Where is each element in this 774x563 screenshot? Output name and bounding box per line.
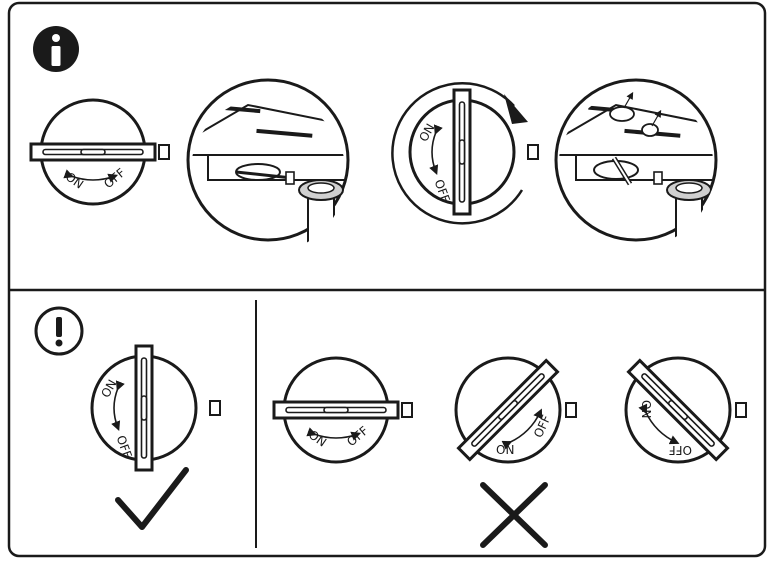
correct-knob: ON OFF: [92, 346, 220, 470]
step3-knob-rotate: ON OFF: [391, 82, 538, 225]
cross-icon: [480, 482, 548, 548]
info-icon: [33, 26, 79, 72]
wrong-knob-diagonal-right: ON OFF: [624, 356, 747, 464]
rotation-arrow-icon: [391, 82, 524, 225]
step2-track-magnified: [186, 78, 350, 245]
wrong-knob-horizontal: ON OFF: [274, 358, 412, 462]
exclamation-icon: [34, 306, 84, 356]
wrong3-on-label: ON: [639, 400, 653, 418]
wrong-knob-diagonal-left: ON OFF: [454, 356, 577, 464]
wrong2-on-label: ON: [496, 443, 514, 457]
wrong3-off-label: OFF: [669, 443, 692, 457]
step1-knob: ON OFF: [31, 100, 169, 204]
checkmark-icon: [115, 467, 189, 530]
